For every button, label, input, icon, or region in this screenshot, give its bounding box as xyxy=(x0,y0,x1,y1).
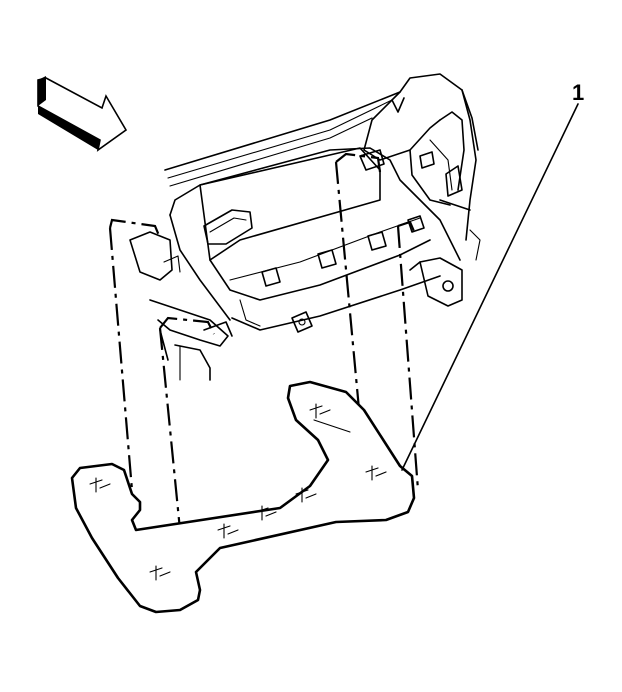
callout-label-1: 1 xyxy=(572,80,584,105)
insulator-pad xyxy=(70,380,416,614)
instrument-panel-assembly xyxy=(129,73,481,381)
fastener-marks xyxy=(89,403,387,581)
callout-1: 1 xyxy=(401,80,584,471)
front-direction-arrow-icon xyxy=(37,76,128,152)
